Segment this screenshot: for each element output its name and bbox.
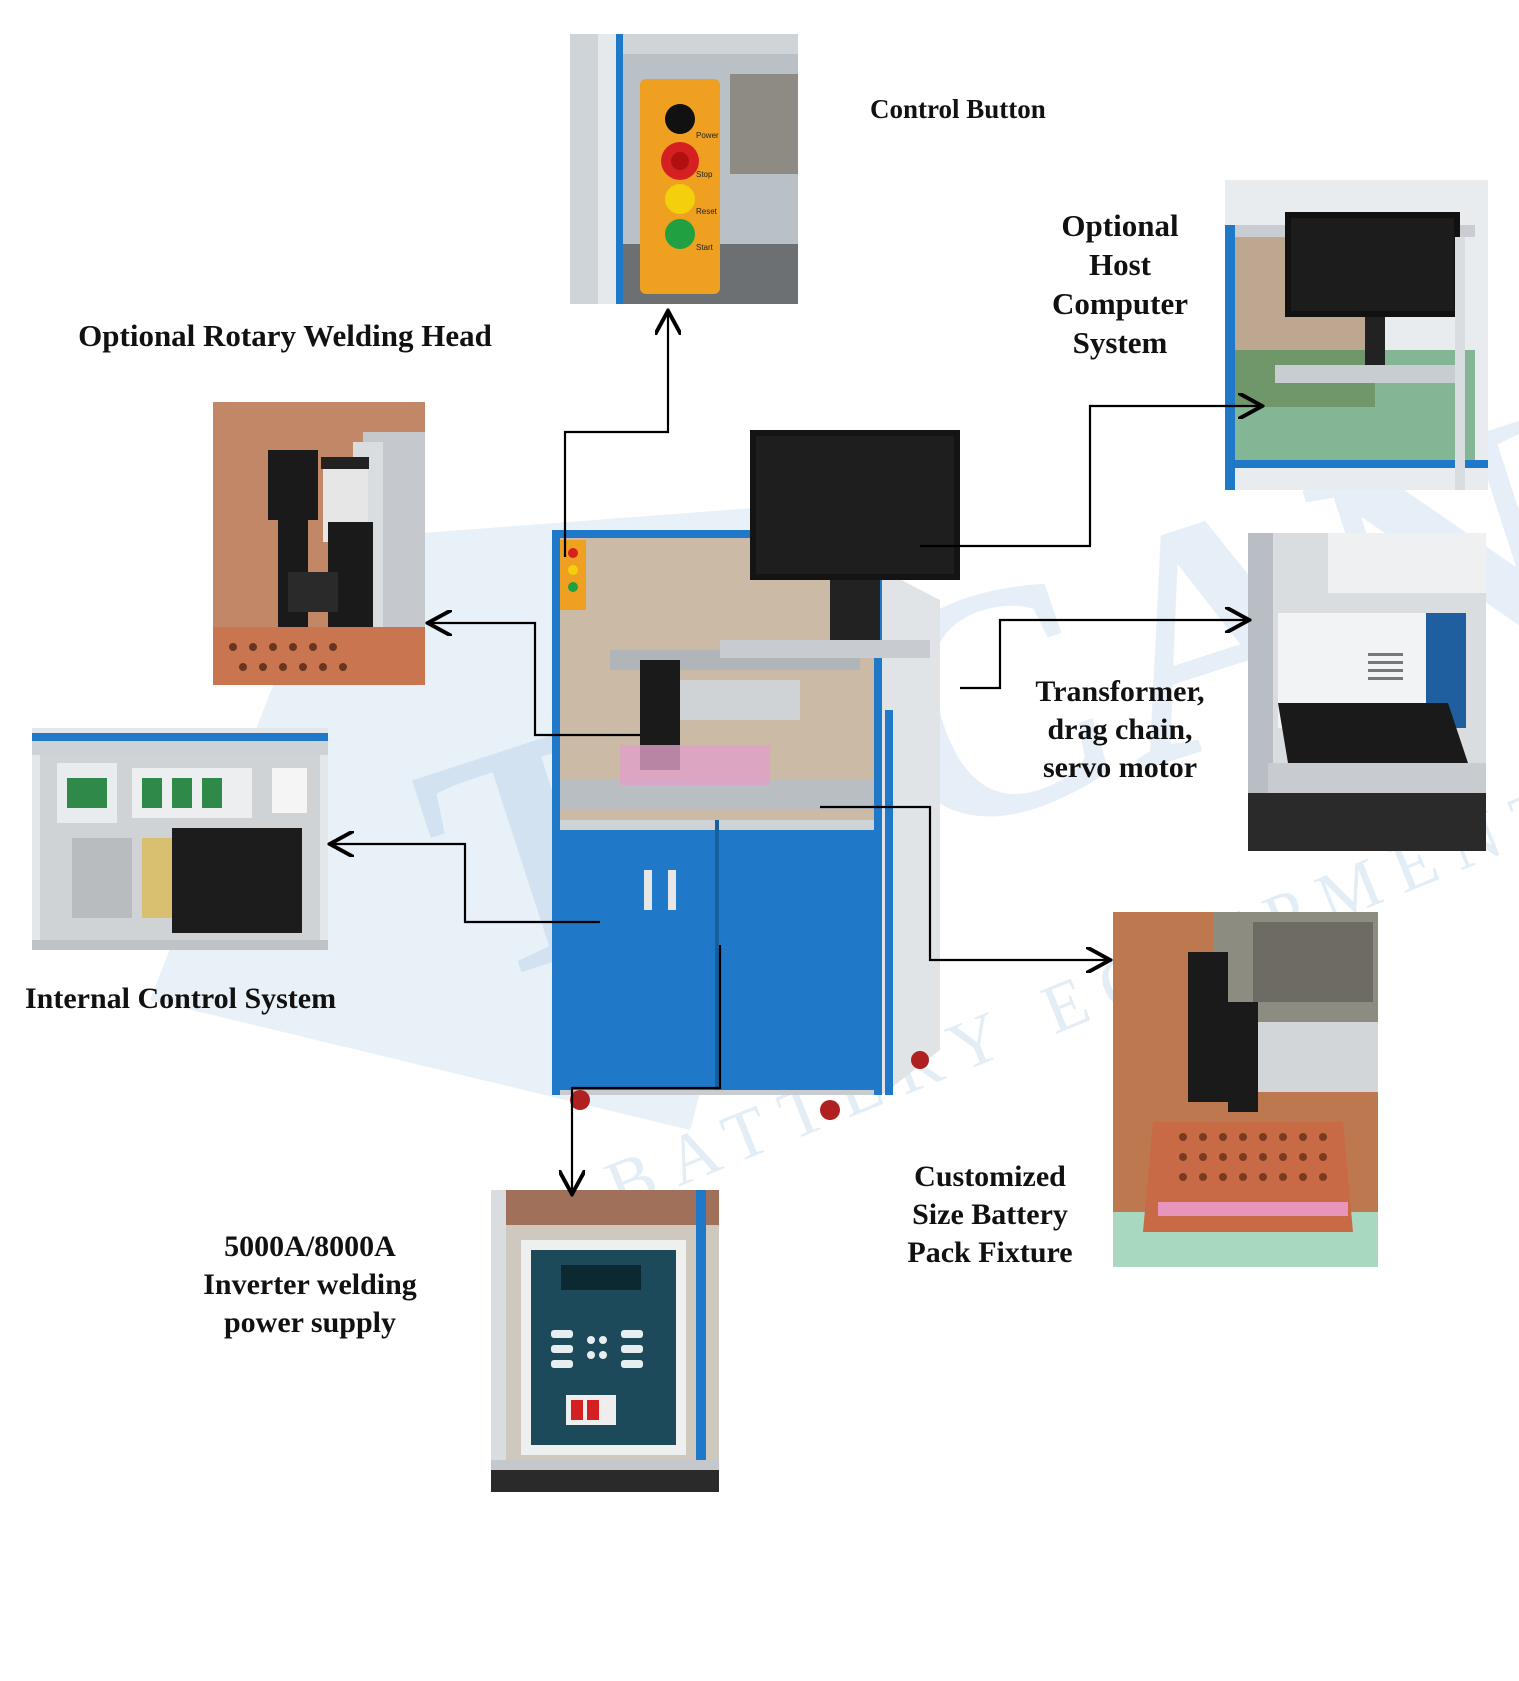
label-internal-control: Internal Control System — [25, 982, 337, 1015]
label-fixture: Customized Size Battery Pack Fixture — [907, 1160, 1073, 1269]
photo-control-button: Power Stop Reset Start — [570, 34, 798, 304]
label-transformer: Transformer, drag chain, servo motor — [1035, 675, 1205, 784]
control-label-start: Start — [696, 243, 714, 252]
label-power-supply: 5000A/8000A Inverter welding power suppl… — [203, 1230, 417, 1339]
label-rotary-head: Optional Rotary Welding Head — [78, 318, 492, 353]
photo-internal-control — [32, 728, 328, 950]
photo-rotary-head — [213, 402, 425, 685]
label-control-button: Control Button — [870, 94, 1046, 124]
welding-machine-main — [540, 420, 1025, 1130]
control-label-power: Power — [696, 131, 719, 140]
label-host-computer: Optional Host Computer System — [1051, 208, 1189, 361]
photo-fixture — [1113, 912, 1378, 1267]
control-label-stop: Stop — [696, 170, 713, 179]
photo-power-supply — [491, 1190, 719, 1492]
photo-host-computer — [1225, 180, 1488, 490]
control-label-reset: Reset — [696, 207, 718, 216]
photo-transformer — [1248, 533, 1486, 851]
